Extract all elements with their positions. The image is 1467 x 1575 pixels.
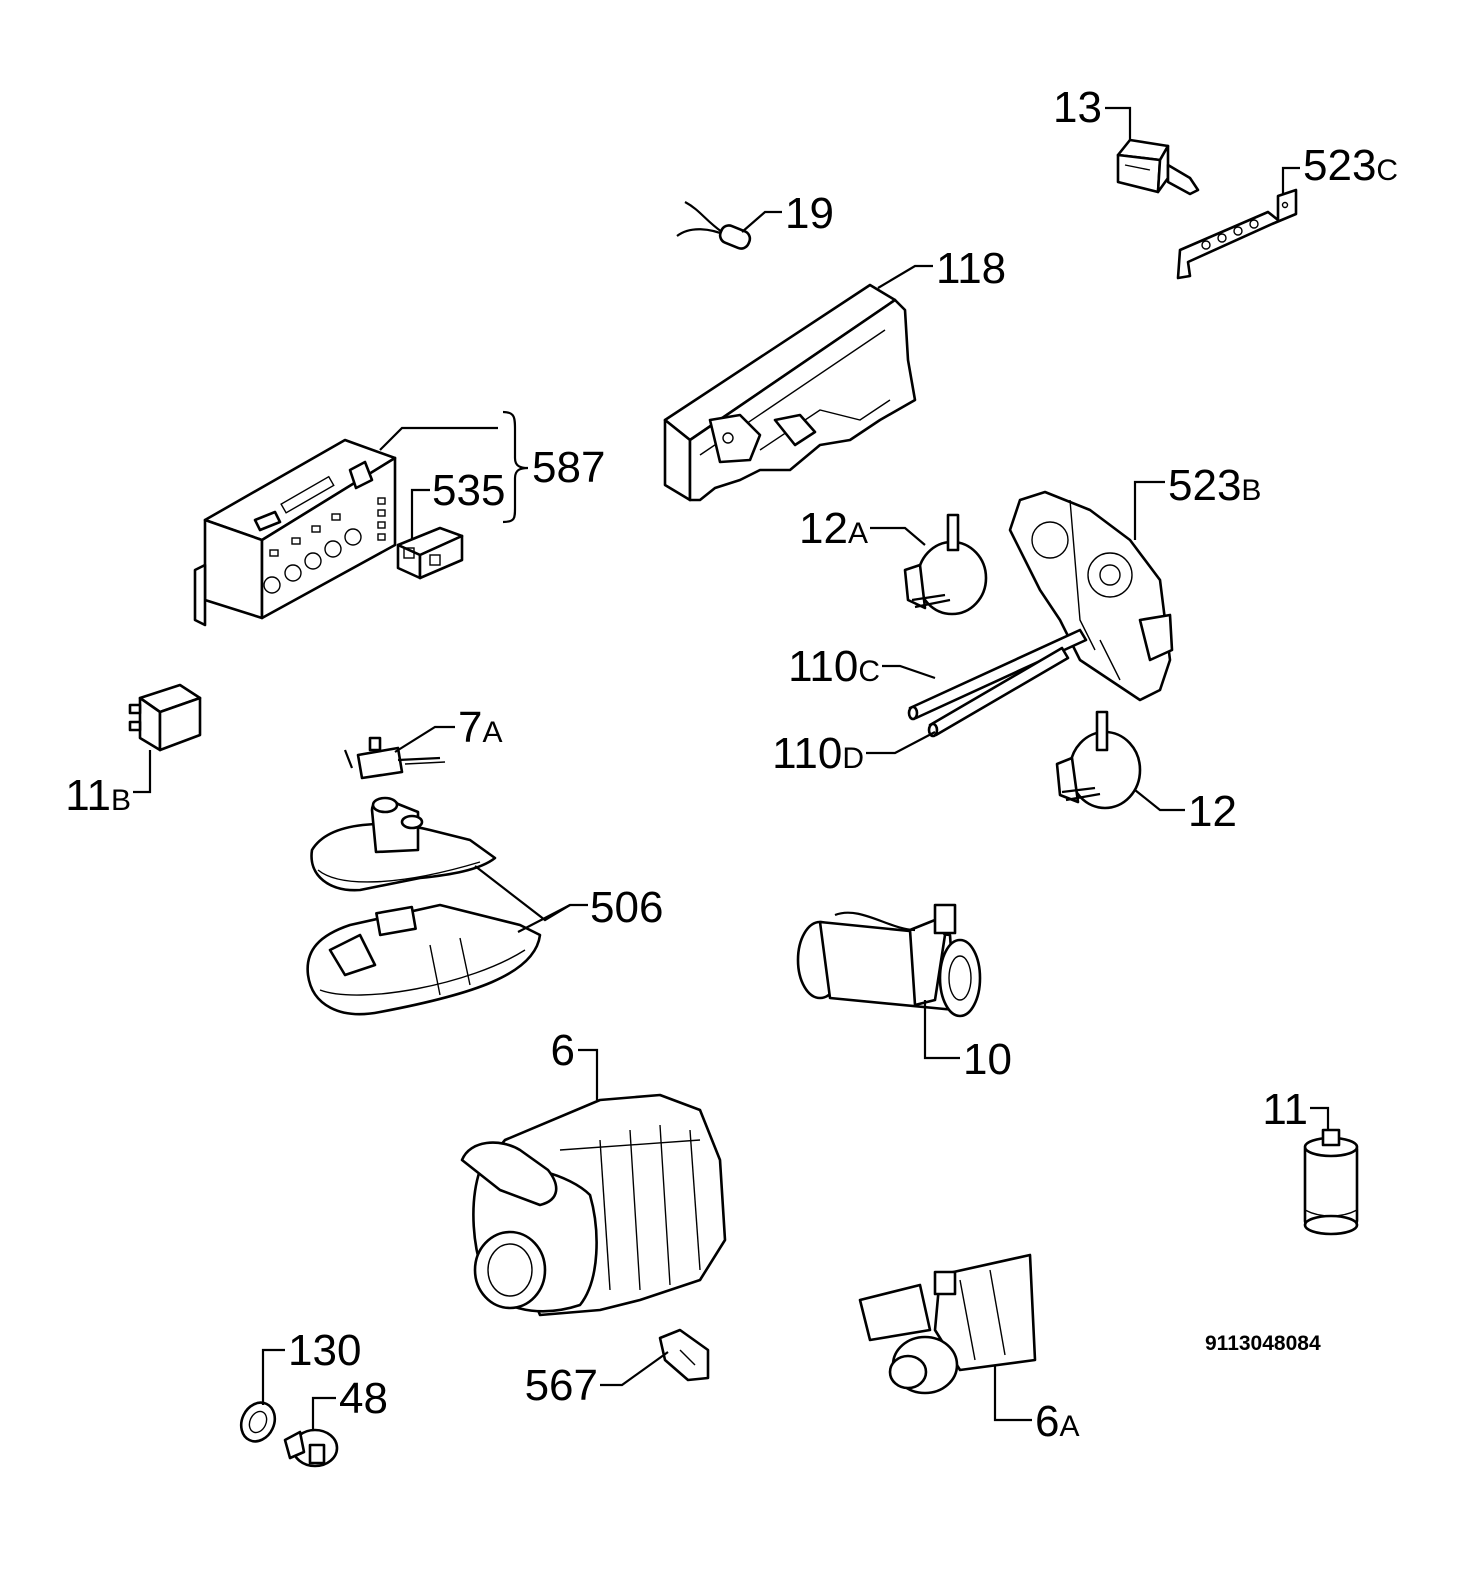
part-label-11: 11: [1262, 1085, 1308, 1134]
part-label-587: 587: [532, 443, 605, 492]
part-535-connector-drawing: [396, 526, 464, 580]
part-label-12a: 12A: [799, 504, 868, 553]
part-label-13: 13: [1053, 83, 1102, 132]
part-567-clip-drawing: [658, 1328, 710, 1382]
leader-lines: [133, 106, 1330, 1430]
leader-6: [578, 1048, 599, 1100]
part-12a-pressure-switch-drawing: [903, 513, 988, 616]
part-48-plug-drawing: [283, 1428, 339, 1468]
leader-587-a: [379, 426, 498, 451]
part-19-sensor-drawing: [676, 201, 752, 250]
leader-535: [410, 488, 430, 540]
part-label-6a: 6A: [1035, 1397, 1080, 1446]
leader-13: [1105, 106, 1132, 140]
leader-6a: [993, 1365, 1032, 1422]
part-10-heater-unit-drawing: [796, 903, 982, 1018]
part-label-12: 12: [1188, 787, 1237, 836]
part-11b-relay-drawing: [128, 683, 202, 752]
leader-567: [600, 1351, 669, 1387]
leader-506-b: [517, 904, 571, 933]
part-label-506: 506: [590, 883, 663, 932]
leader-19: [741, 210, 782, 233]
part-label-130: 130: [288, 1326, 361, 1375]
leader-506-a: [474, 865, 588, 922]
leader-523b: [1133, 480, 1165, 540]
part-523c-bracket-drawing: [1176, 188, 1298, 280]
leader-11b: [133, 750, 152, 794]
part-11-capacitor-drawing: [1303, 1128, 1359, 1236]
brace-587: [502, 410, 529, 524]
part-label-19: 19: [785, 189, 834, 238]
part-labels: 13 523C 19 118 587 535 523B 12A 110C 110…: [65, 83, 1398, 1446]
part-118-panel-drawing: [663, 283, 917, 502]
part-label-110d: 110D: [772, 729, 864, 778]
part-587-control-module-drawing: [193, 438, 397, 627]
part-label-523b: 523B: [1168, 461, 1261, 510]
part-13-switch-drawing: [1116, 138, 1200, 196]
part-label-118: 118: [936, 244, 1006, 293]
leader-10: [923, 1000, 960, 1060]
leader-110c: [882, 664, 936, 680]
leader-12a: [870, 526, 926, 546]
part-label-535: 535: [432, 466, 505, 515]
part-label-11b: 11B: [65, 771, 131, 820]
leader-12: [1134, 789, 1185, 812]
part-label-6: 6: [551, 1026, 575, 1075]
leader-118: [877, 264, 933, 289]
part-12-pressure-switch-drawing: [1055, 710, 1142, 810]
part-label-567: 567: [525, 1361, 598, 1410]
part-label-7a: 7A: [458, 703, 503, 752]
leader-48: [311, 1396, 336, 1430]
leader-523c: [1281, 166, 1300, 195]
leader-110d: [866, 731, 936, 755]
leader-11: [1310, 1106, 1330, 1130]
part-label-110c: 110C: [788, 642, 880, 691]
leader-130: [261, 1348, 285, 1405]
leader-7a: [394, 725, 455, 753]
part-7a-microswitch-drawing: [343, 736, 446, 780]
part-130-seal-drawing: [239, 1401, 277, 1443]
part-523b-bracket-assembly-drawing: [1008, 490, 1174, 702]
part-110c-tube-drawing: [907, 628, 1088, 721]
part-label-48: 48: [339, 1374, 388, 1423]
part-506-filter-drawing: [306, 796, 542, 1016]
part-label-523c: 523C: [1303, 141, 1398, 190]
part-6a-drain-pump-drawing: [858, 1253, 1037, 1395]
part-6-pump-motor-drawing: [460, 1093, 727, 1317]
part-label-10: 10: [963, 1035, 1012, 1084]
drawing-code: 9113048084: [1205, 1332, 1321, 1355]
